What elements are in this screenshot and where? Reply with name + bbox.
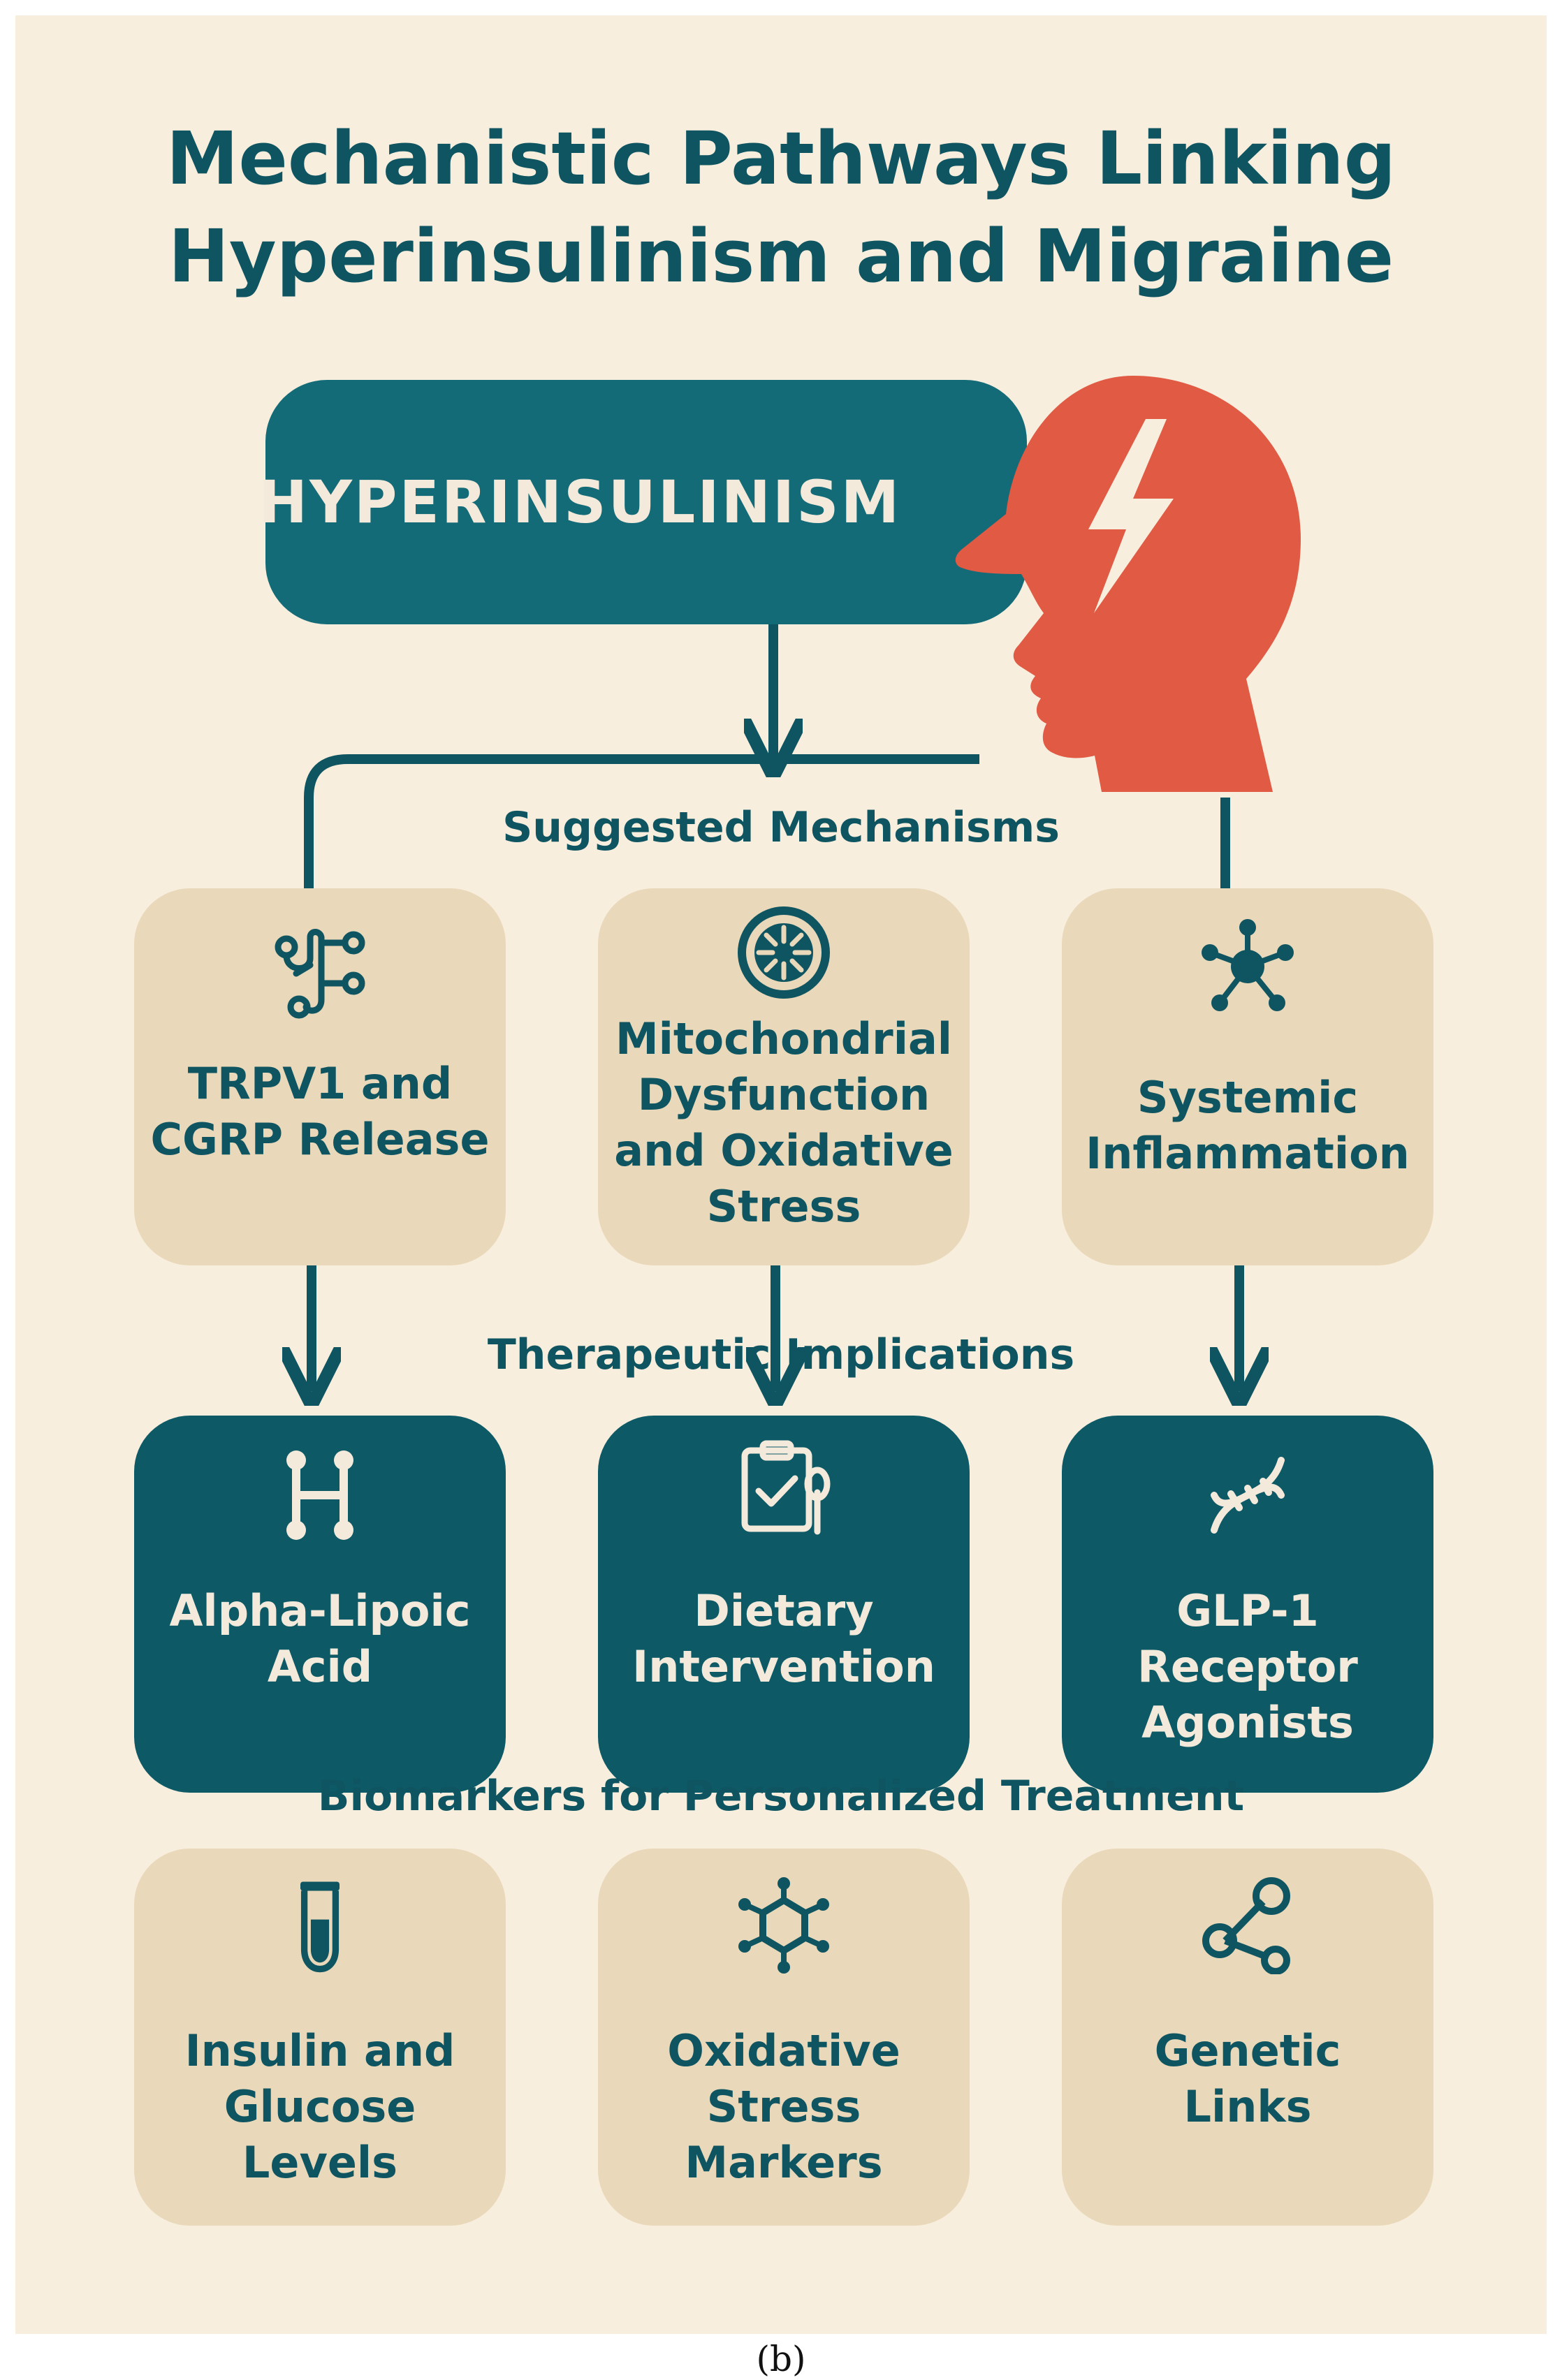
title-line-1: Mechanistic Pathways Linking: [166, 116, 1396, 201]
infographic-poster: Mechanistic Pathways Linking Hyperinsuli…: [15, 15, 1547, 2334]
neuron-circuit-icon: [275, 929, 365, 1019]
card-label: Genetic Links: [1154, 2025, 1341, 2132]
card-glp1-receptor-agonists: GLP-1 Receptor Agonists: [1062, 1416, 1433, 1793]
molecule-network-icon: [1202, 919, 1294, 1011]
card-insulin-glucose: Insulin and Glucose Levels: [134, 1849, 506, 2226]
card-genetic-links: Genetic Links: [1062, 1849, 1433, 2226]
molecule-h-icon: [286, 1450, 353, 1540]
card-systemic-inflammation: Systemic Inflammation: [1062, 888, 1433, 1265]
mitochondria-icon: [738, 906, 830, 999]
migraine-head-icon: [955, 376, 1301, 792]
card-label: Insulin and Glucose Levels: [184, 2025, 455, 2188]
card-oxidative-stress-markers: Oxidative Stress Markers: [598, 1849, 970, 2226]
card-alpha-lipoic-acid: Alpha-Lipoic Acid: [134, 1416, 506, 1793]
connector-bus: [304, 754, 979, 888]
card-label: Mitochondrial Dysfunction and Oxidative …: [614, 1013, 954, 1232]
section-title-mechanisms: Suggested Mechanisms: [502, 803, 1060, 852]
figure-caption: (b): [756, 2339, 806, 2379]
clipboard-spoon-icon: [741, 1440, 831, 1535]
test-tube-icon: [300, 1881, 340, 1973]
card-label: Alpha-Lipoic Acid: [169, 1585, 471, 1692]
card-trpv1-cgrp: TRPV1 and CGRP Release: [134, 888, 506, 1265]
section-title-therapeutics: Therapeutic Implications: [487, 1330, 1075, 1379]
hyperinsulinism-box: HYPERINSULINISM: [258, 380, 1027, 624]
card-label: GLP-1 Receptor Agonists: [1137, 1585, 1358, 1748]
title-line-2: Hyperinsulinism and Migraine: [168, 214, 1394, 299]
card-label: Oxidative Stress Markers: [667, 2025, 900, 2188]
card-label: TRPV1 and CGRP Release: [150, 1058, 490, 1165]
section-title-biomarkers: Biomarkers for Personalized Treatment: [317, 1772, 1245, 1821]
card-mitochondrial-dysfunction: Mitochondrial Dysfunction and Oxidative …: [598, 888, 970, 1265]
dna-icon: [1211, 1457, 1285, 1534]
hexagon-molecule-icon: [738, 1877, 829, 1974]
hyperinsulinism-label: HYPERINSULINISM: [258, 468, 902, 536]
card-label: Systemic Inflammation: [1086, 1072, 1410, 1179]
connector-arrows: [15, 624, 1547, 2334]
card-dietary-intervention: Dietary Intervention: [598, 1416, 970, 1793]
share-nodes-icon: [1202, 1877, 1290, 1974]
card-label: Dietary Intervention: [632, 1585, 935, 1692]
